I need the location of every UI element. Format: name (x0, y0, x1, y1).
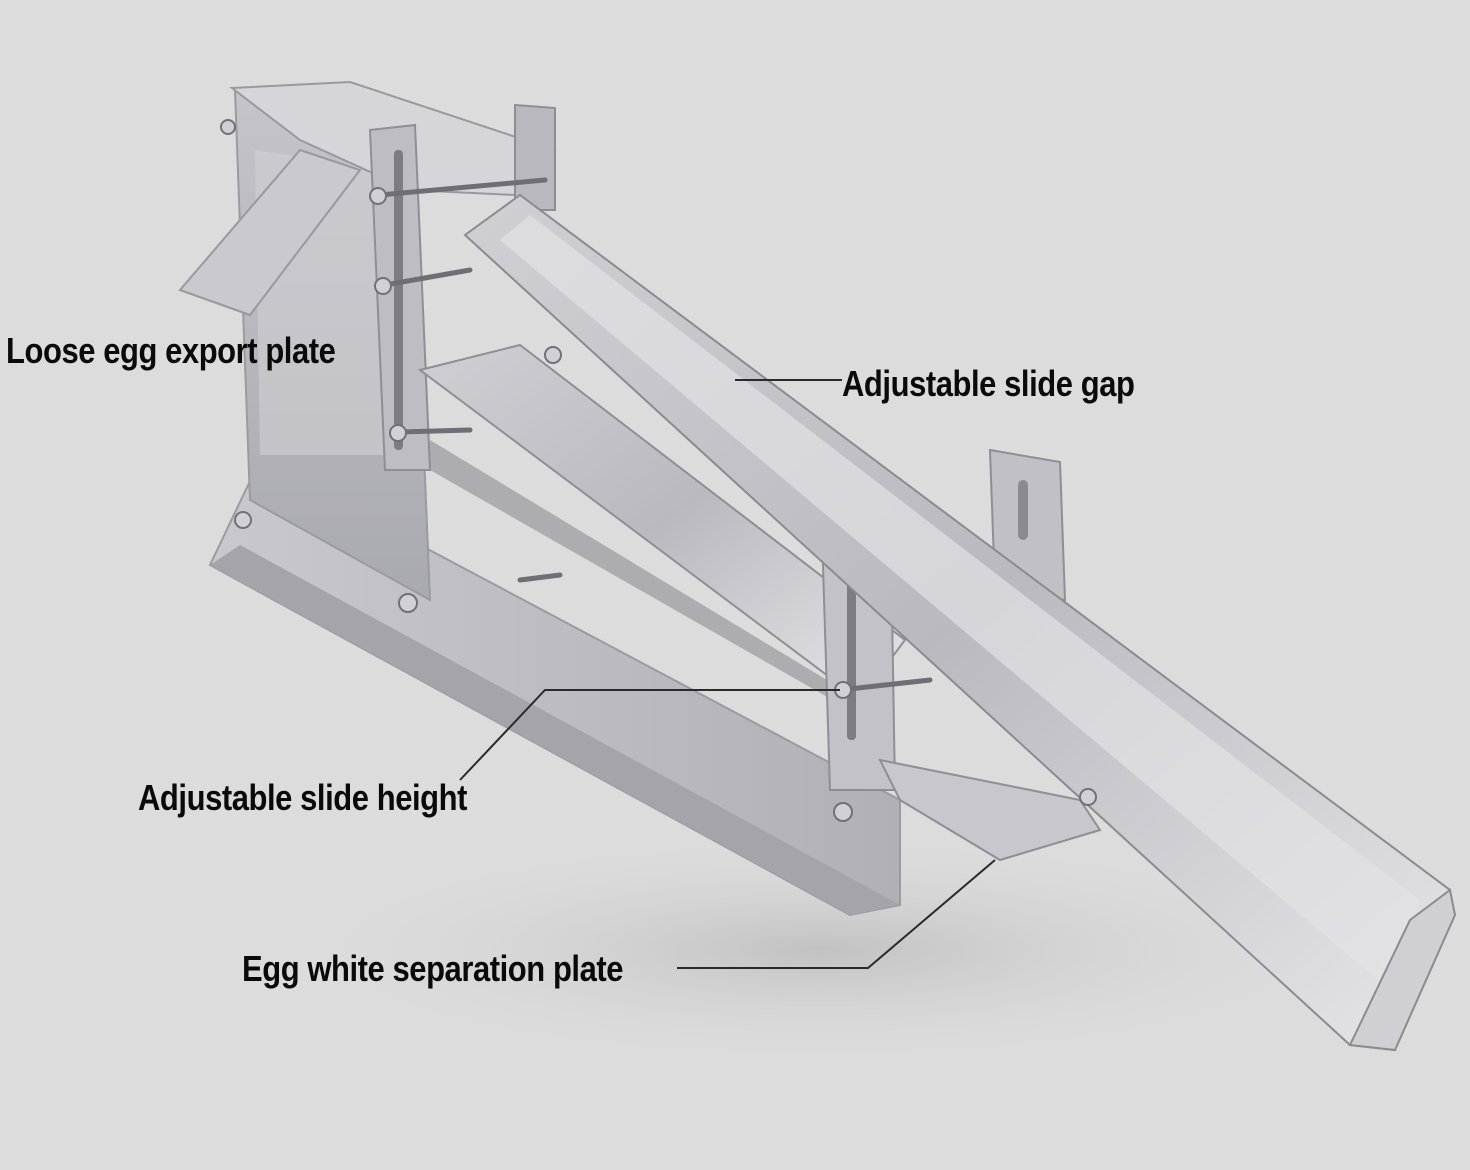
bolt (220, 119, 236, 135)
bolt (1079, 788, 1097, 806)
bolt (544, 346, 562, 364)
egg-white-separation-plate (878, 758, 1102, 862)
leader-line-slide-height (459, 689, 840, 781)
leader-lines (459, 379, 996, 969)
bolt (398, 593, 418, 613)
label-adjustable-slide-height: Adjustable slide height (138, 777, 468, 818)
bolts (220, 119, 1097, 822)
loose-egg-export-plate (178, 148, 362, 317)
front-upright-slot (394, 150, 403, 450)
right-bracket-slot (1018, 480, 1028, 540)
floor-shadow (260, 830, 1380, 1070)
bolt (389, 424, 407, 442)
label-loose-egg-export-plate: Loose egg export plate (6, 330, 336, 371)
lower-slide (417, 343, 907, 702)
label-egg-white-separation-plate: Egg white separation plate (242, 948, 624, 989)
label-adjustable-slide-gap: Adjustable slide gap (842, 363, 1135, 404)
bolt (369, 187, 387, 205)
main-slide-lip (1348, 888, 1457, 1052)
leader-line-egg-white (677, 859, 996, 969)
rods (377, 177, 933, 693)
main-slide-inner (500, 215, 1420, 990)
base-trough-bottom (210, 545, 900, 915)
bolt (833, 802, 853, 822)
lower-slide-shadow (430, 440, 860, 710)
rear-upright (514, 103, 556, 211)
bolt (234, 511, 252, 529)
bolt (374, 277, 392, 295)
